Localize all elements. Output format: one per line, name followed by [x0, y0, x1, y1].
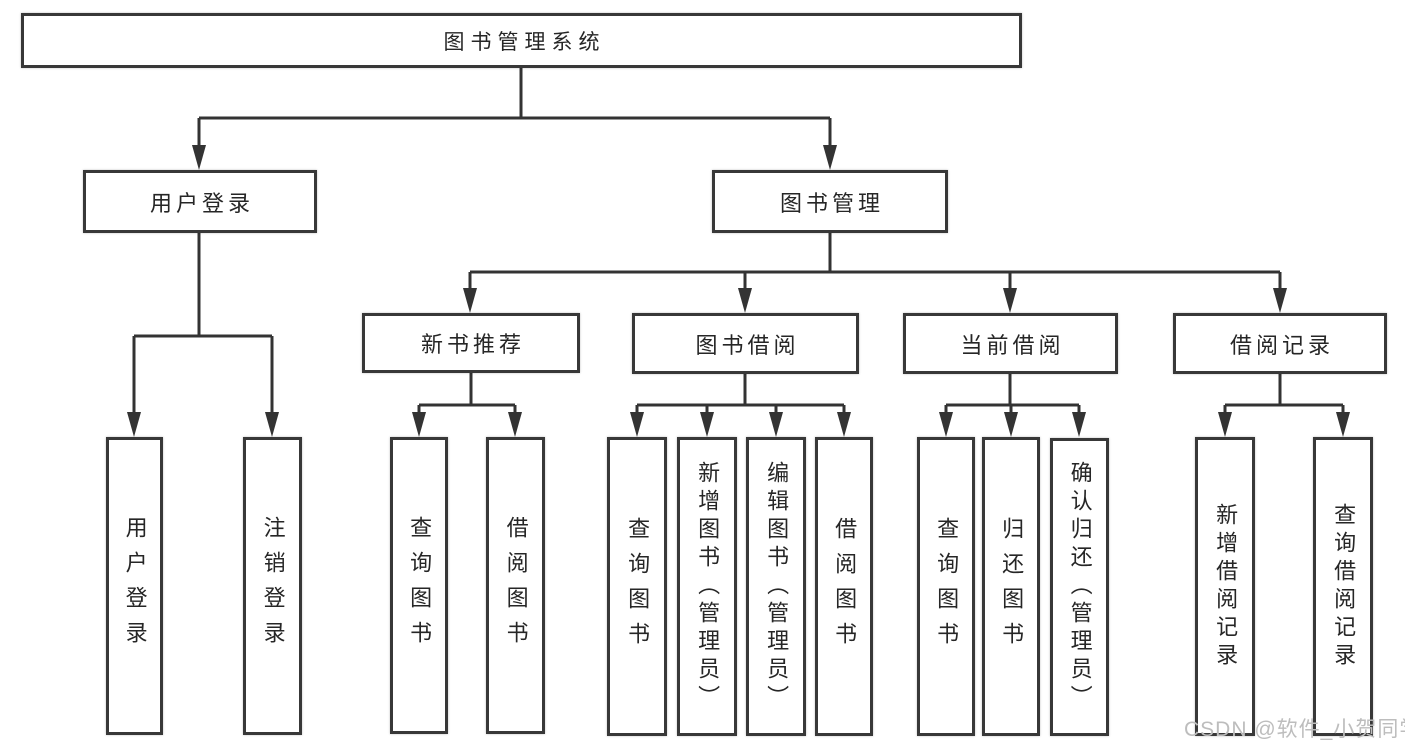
node-label: 用户登录	[122, 516, 148, 656]
node-label: 编辑图书（管理员）	[764, 460, 790, 713]
leaf-borrow-books-borrowing: 借阅图书	[815, 437, 873, 736]
node-label: 图书管理	[779, 190, 884, 216]
node-user-login: 用户登录	[83, 170, 317, 233]
node-book-management: 图书管理	[712, 170, 948, 233]
leaf-user-login: 用户登录	[106, 437, 163, 735]
node-label: 新书推荐	[420, 332, 525, 357]
node-label: 图书借阅	[695, 332, 800, 358]
leaf-logout: 注销登录	[243, 437, 302, 735]
node-label: 查询借阅记录	[1331, 502, 1357, 671]
node-label: 图书管理系统	[443, 30, 606, 54]
node-new-book-recommendation: 新书推荐	[362, 313, 580, 373]
leaf-confirm-return-admin: 确认归还（管理员）	[1050, 438, 1109, 736]
node-label: 借阅记录	[1229, 332, 1334, 358]
node-label: 当前借阅	[960, 332, 1065, 358]
node-current-borrowing: 当前借阅	[903, 313, 1118, 374]
node-label: 新增借阅记录	[1213, 502, 1239, 671]
node-label: 确认归还（管理员）	[1067, 461, 1093, 713]
node-label: 借阅图书	[503, 515, 529, 656]
node-label: 查询图书	[934, 516, 960, 657]
node-label: 查询图书	[407, 515, 433, 656]
node-book-borrowing: 图书借阅	[632, 313, 859, 374]
node-borrowing-records: 借阅记录	[1173, 313, 1387, 374]
leaf-add-book-admin: 新增图书（管理员）	[677, 437, 737, 736]
leaf-query-books-recommend: 查询图书	[390, 437, 448, 734]
arrowheads	[127, 145, 1350, 437]
leaf-query-books-current: 查询图书	[917, 437, 975, 736]
node-label: 归还图书	[999, 516, 1025, 657]
node-label: 借阅图书	[832, 516, 858, 657]
leaf-add-borrow-record: 新增借阅记录	[1195, 437, 1255, 736]
leaf-query-books-borrowing: 查询图书	[607, 437, 667, 736]
leaf-query-borrow-record: 查询借阅记录	[1313, 437, 1373, 736]
leaf-borrow-books-recommend: 借阅图书	[486, 437, 545, 734]
node-library-management-system: 图书管理系统	[21, 13, 1022, 68]
node-label: 新增图书（管理员）	[695, 460, 721, 713]
leaf-return-books: 归还图书	[982, 437, 1040, 736]
csdn-watermark: CSDN @软件_小贺同学	[1184, 718, 1405, 741]
leaf-edit-book-admin: 编辑图书（管理员）	[746, 437, 806, 736]
node-label: 查询图书	[625, 516, 651, 657]
node-label: 用户登录	[149, 190, 254, 216]
node-label: 注销登录	[260, 516, 286, 656]
